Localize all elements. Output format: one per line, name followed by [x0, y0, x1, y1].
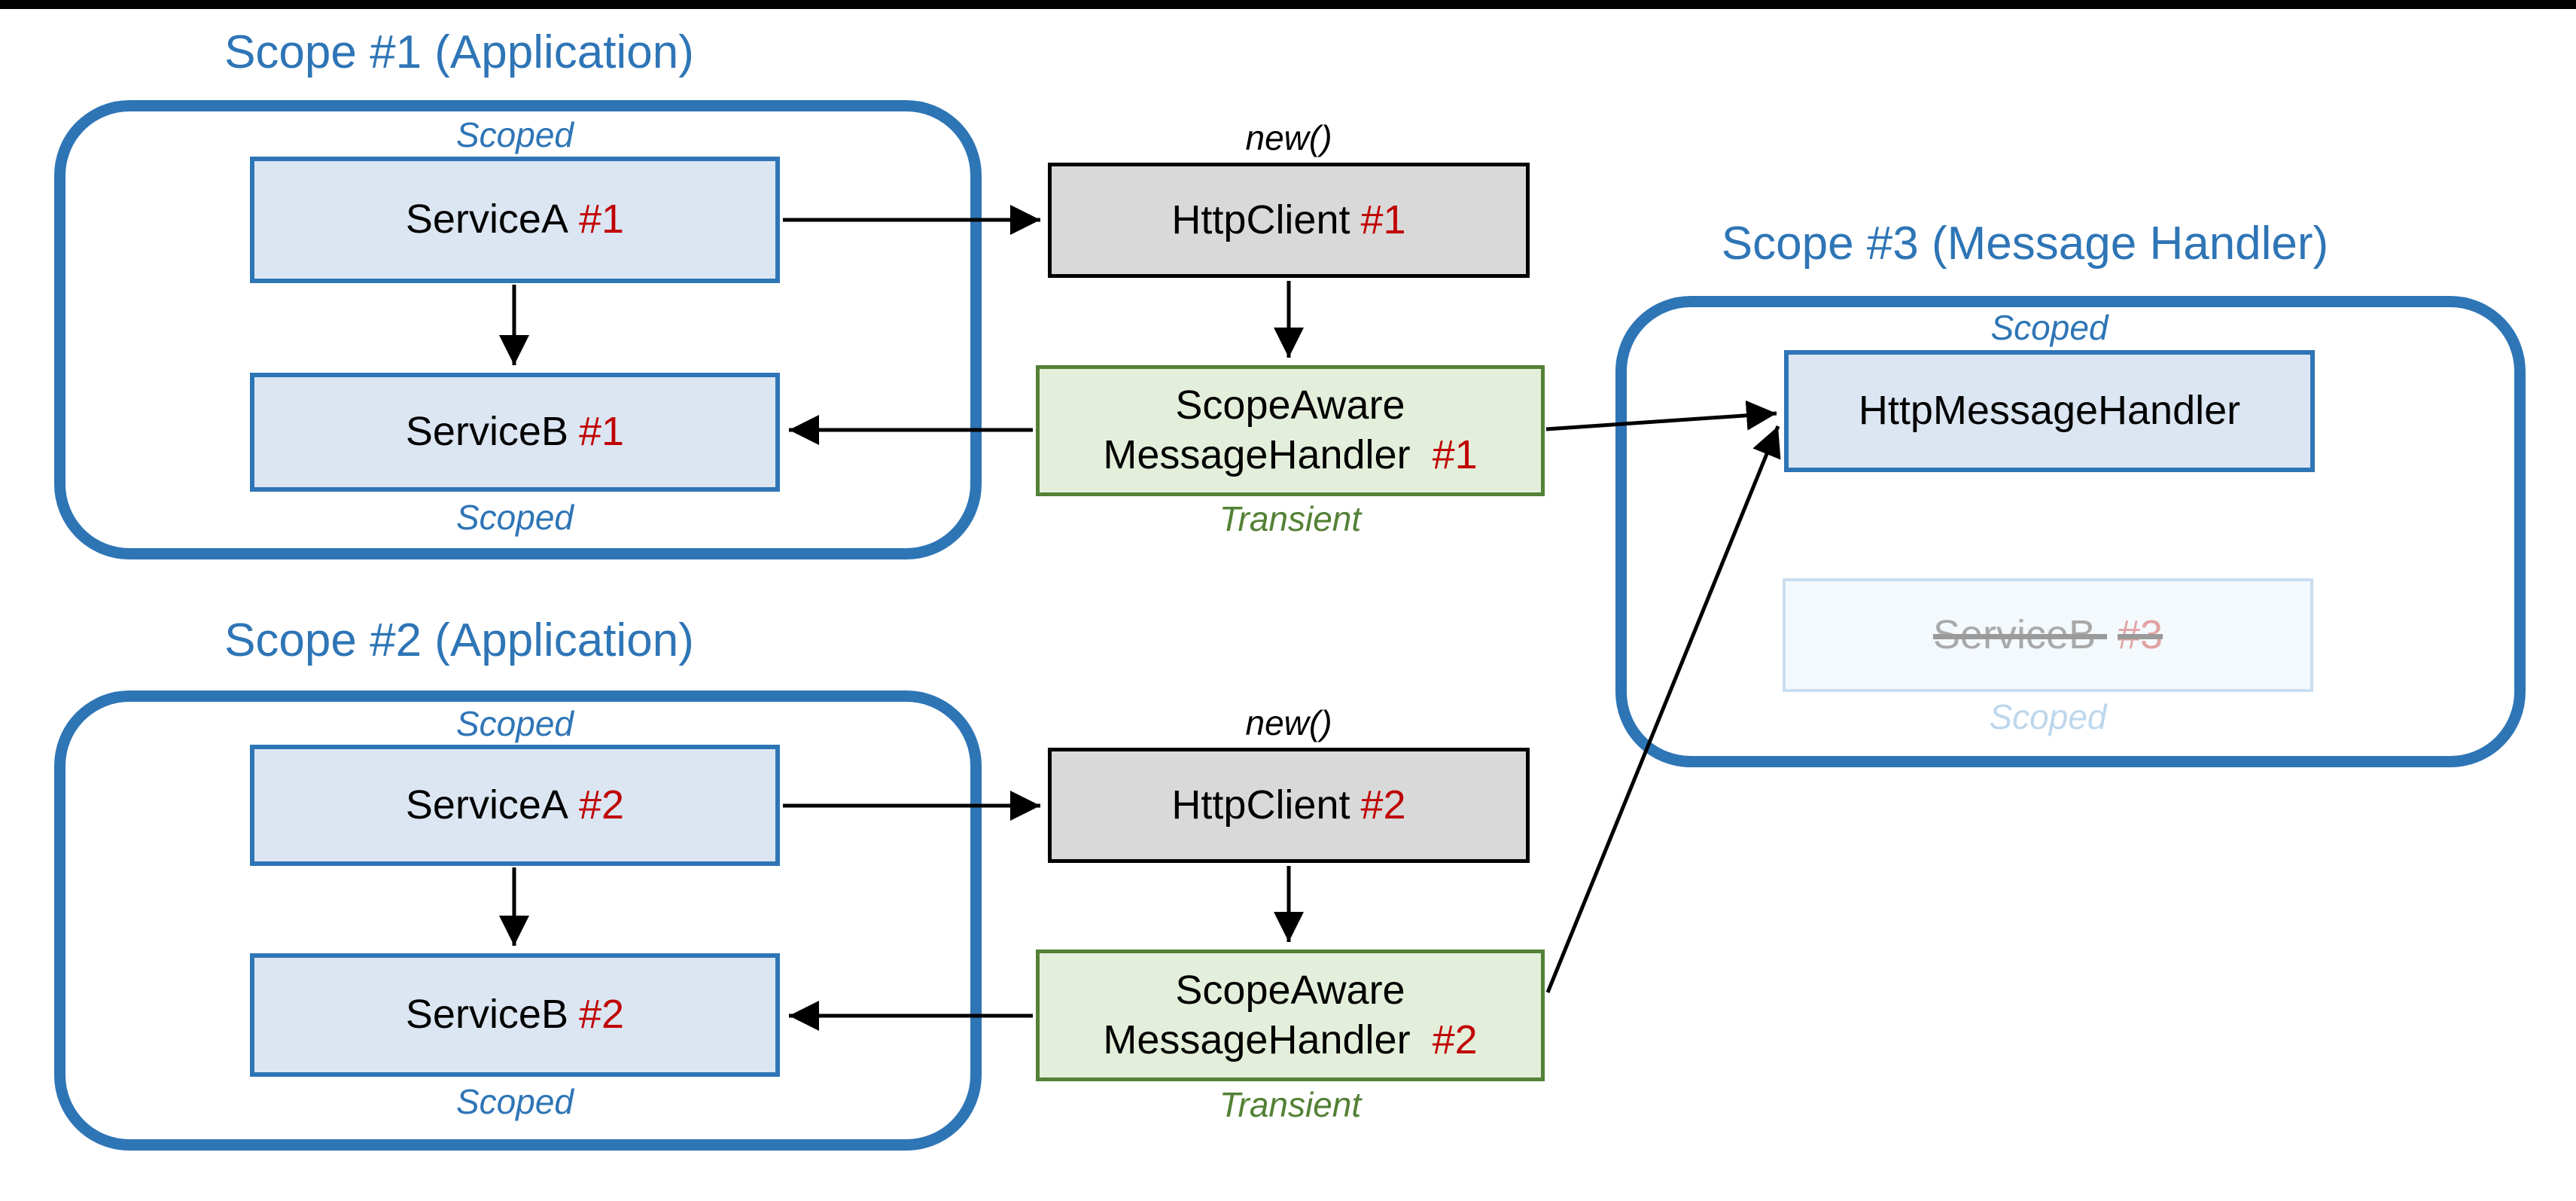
- servicea1-instance: #1: [579, 197, 625, 242]
- httpclient2-label: HttpClient: [1171, 782, 1350, 828]
- scope3-title: Scope #3 (Message Handler): [1721, 218, 2329, 270]
- new1-label: new(): [1245, 118, 1332, 157]
- scope2-title: Scope #2 (Application): [224, 614, 694, 666]
- scope2-boundary: [54, 690, 982, 1151]
- scope3-scoped-disposed-label: Scoped: [1989, 697, 2107, 736]
- servicea1-box: ServiceA #1: [250, 157, 780, 283]
- scopeaware-handler1-box: ScopeAware MessageHandler #1: [1036, 365, 1545, 496]
- servicea2-label: ServiceA: [405, 782, 568, 828]
- serviceb2-instance: #2: [579, 992, 625, 1038]
- scopeaware-handler2-box: ScopeAware MessageHandler #2: [1036, 950, 1545, 1081]
- httpclient1-label: HttpClient: [1171, 197, 1350, 242]
- httpmessagehandler-box: HttpMessageHandler: [1784, 350, 2315, 472]
- scope1-title: Scope #1 (Application): [224, 26, 694, 78]
- servicea1-label: ServiceA: [405, 197, 568, 242]
- servicea2-box: ServiceA #2: [250, 745, 780, 866]
- scope1-boundary: [54, 100, 982, 559]
- handler1-line1: ScopeAware: [1175, 383, 1405, 428]
- httpclient1-instance: #1: [1360, 197, 1406, 242]
- handler1-instance: #1: [1432, 432, 1478, 477]
- transient2-label: Transient: [1219, 1085, 1362, 1124]
- new2-label: new(): [1245, 703, 1332, 742]
- scope3-scoped-top-label: Scoped: [1990, 308, 2109, 347]
- transient1-label: Transient: [1219, 499, 1362, 538]
- serviceb1-box: ServiceB #1: [250, 373, 780, 492]
- handler2-instance: #2: [1432, 1017, 1478, 1062]
- httpclient2-instance: #2: [1360, 782, 1406, 828]
- httpclient2-box: HttpClient #2: [1048, 748, 1530, 863]
- top-letterbox-bar: [0, 0, 2576, 9]
- handler1-line2: MessageHandler: [1103, 432, 1411, 477]
- scope2-scoped-top-label: Scoped: [455, 704, 574, 743]
- httpclient1-box: HttpClient #1: [1048, 163, 1530, 278]
- scope1-scoped-bottom-label: Scoped: [455, 498, 574, 537]
- scope2-scoped-bottom-label: Scoped: [455, 1082, 574, 1121]
- serviceb2-label: ServiceB: [405, 992, 568, 1038]
- serviceb3-disposed-box: ServiceB #3: [1783, 578, 2313, 692]
- handler2-line1: ScopeAware: [1175, 967, 1405, 1013]
- scope1-scoped-top-label: Scoped: [455, 115, 574, 154]
- servicea2-instance: #2: [579, 782, 625, 828]
- serviceb2-box: ServiceB #2: [250, 953, 780, 1077]
- serviceb1-instance: #1: [579, 409, 625, 455]
- serviceb3-label: ServiceB: [1932, 611, 2096, 657]
- serviceb1-label: ServiceB: [405, 409, 568, 455]
- httpmessagehandler-label: HttpMessageHandler: [1858, 388, 2241, 434]
- handler2-line2: MessageHandler: [1103, 1017, 1411, 1062]
- serviceb3-instance: #3: [2118, 611, 2163, 657]
